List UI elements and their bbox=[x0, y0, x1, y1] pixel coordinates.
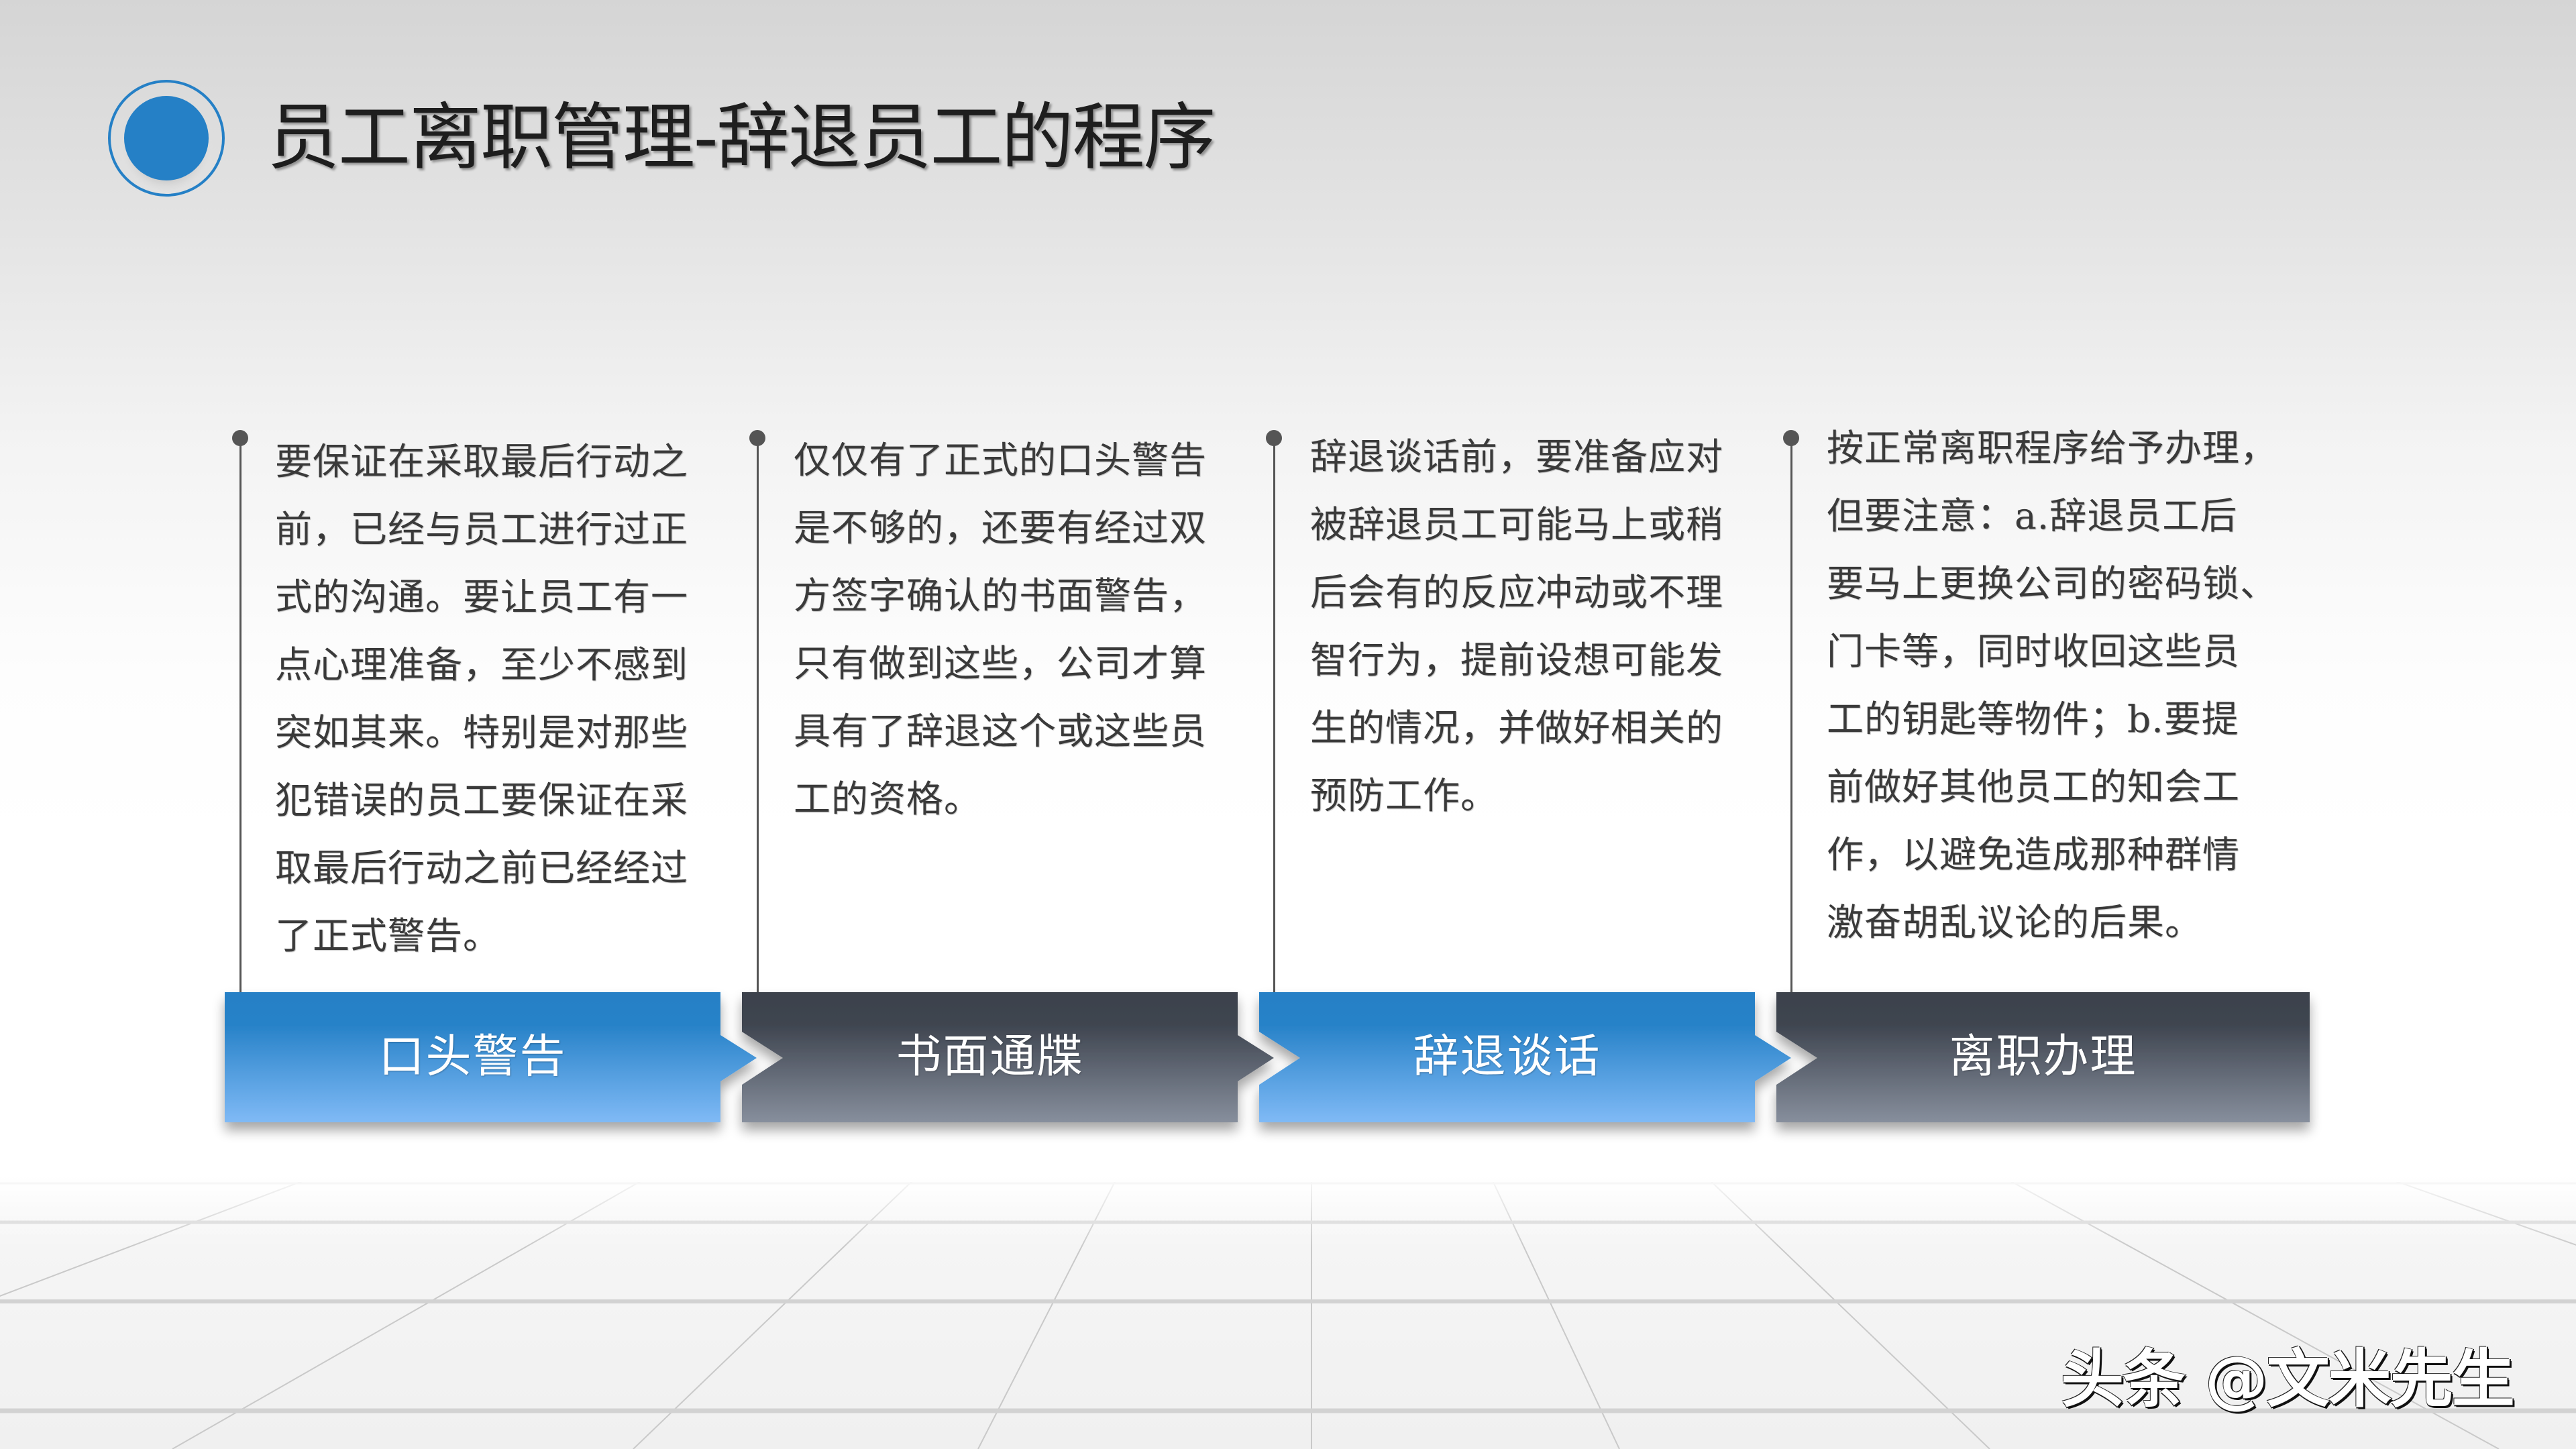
text-line: 但要注意：a.辞退员工后 bbox=[1827, 494, 2238, 537]
text-line: 要马上更换公司的密码锁、 bbox=[1827, 562, 2278, 605]
text-line: 前，已经与员工进行过正 bbox=[275, 508, 689, 551]
text-line: 按正常离职程序给予办理， bbox=[1827, 427, 2278, 470]
step-chevron-4[interactable] bbox=[1776, 992, 2310, 1122]
text-line: 了正式警告。 bbox=[275, 914, 501, 957]
text-line: 犯错误的员工要保证在采 bbox=[275, 779, 689, 822]
text-line: 是不够的，还要有经过双 bbox=[794, 506, 1208, 549]
text-line: 式的沟通。要让员工有一 bbox=[275, 576, 689, 619]
description-text: 要保证在采取最后行动之 前，已经与员工进行过正 式的沟通。要让员工有一 点心理准… bbox=[275, 428, 704, 970]
step-chevron-2[interactable] bbox=[742, 992, 1274, 1122]
description-text: 辞退谈话前，要准备应对 被辞退员工可能马上或稍 后会有的反应冲动或不理 智行为，… bbox=[1310, 423, 1739, 830]
watermark: 头条 @文米先生 bbox=[2061, 1343, 2515, 1416]
text-line: 生的情况，并做好相关的 bbox=[1310, 706, 1724, 749]
text-line: 方签字确认的书面警告， bbox=[794, 574, 1208, 617]
text-line: 门卡等，同时收回这些员 bbox=[1827, 630, 2241, 673]
title-bullet-icon bbox=[108, 80, 225, 197]
step-label-2: 书面通牒 bbox=[896, 1030, 1084, 1083]
step-chevron-3[interactable] bbox=[1259, 992, 1791, 1122]
text-line: 仅仅有了正式的口头警告 bbox=[794, 439, 1208, 482]
text-line: 只有做到这些，公司才算 bbox=[794, 642, 1208, 685]
text-line: 点心理准备，至少不感到 bbox=[275, 643, 689, 686]
text-line: 突如其来。特别是对那些 bbox=[275, 711, 689, 754]
step-label-1: 口头警告 bbox=[378, 1030, 567, 1083]
text-line: 前做好其他员工的知会工 bbox=[1827, 765, 2241, 808]
connector-line bbox=[757, 438, 759, 992]
step-label-3: 辞退谈话 bbox=[1413, 1030, 1601, 1083]
text-line: 具有了辞退这个或这些员 bbox=[794, 710, 1208, 753]
text-line: 智行为，提前设想可能发 bbox=[1310, 639, 1724, 682]
connector-line bbox=[1273, 438, 1275, 992]
connector-line bbox=[239, 438, 241, 992]
text-line: 激奋胡乱议论的后果。 bbox=[1827, 901, 2203, 944]
text-line: 后会有的反应冲动或不理 bbox=[1310, 571, 1724, 614]
text-line: 作，以避免造成那种群情 bbox=[1827, 833, 2241, 876]
page-title: 员工离职管理-辞退员工的程序 bbox=[267, 96, 1216, 180]
text-line: 工的钥匙等物件；b.要提 bbox=[1827, 698, 2239, 741]
text-line: 被辞退员工可能马上或稍 bbox=[1310, 503, 1724, 546]
step-chevron-1[interactable] bbox=[225, 992, 757, 1122]
step-label-4: 离职办理 bbox=[1949, 1030, 2137, 1083]
description-text: 按正常离职程序给予办理， 但要注意：a.辞退员工后 要马上更换公司的密码锁、 门… bbox=[1827, 415, 2296, 957]
text-line: 辞退谈话前，要准备应对 bbox=[1310, 435, 1724, 478]
text-line: 要保证在采取最后行动之 bbox=[275, 440, 689, 483]
description-text: 仅仅有了正式的口头警告 是不够的，还要有经过双 方签字确认的书面警告， 只有做到… bbox=[794, 427, 1223, 833]
connector-line bbox=[1790, 438, 1792, 992]
text-line: 预防工作。 bbox=[1310, 774, 1499, 817]
text-line: 取最后行动之前已经经过 bbox=[275, 847, 689, 890]
text-line: 工的资格。 bbox=[794, 777, 982, 820]
